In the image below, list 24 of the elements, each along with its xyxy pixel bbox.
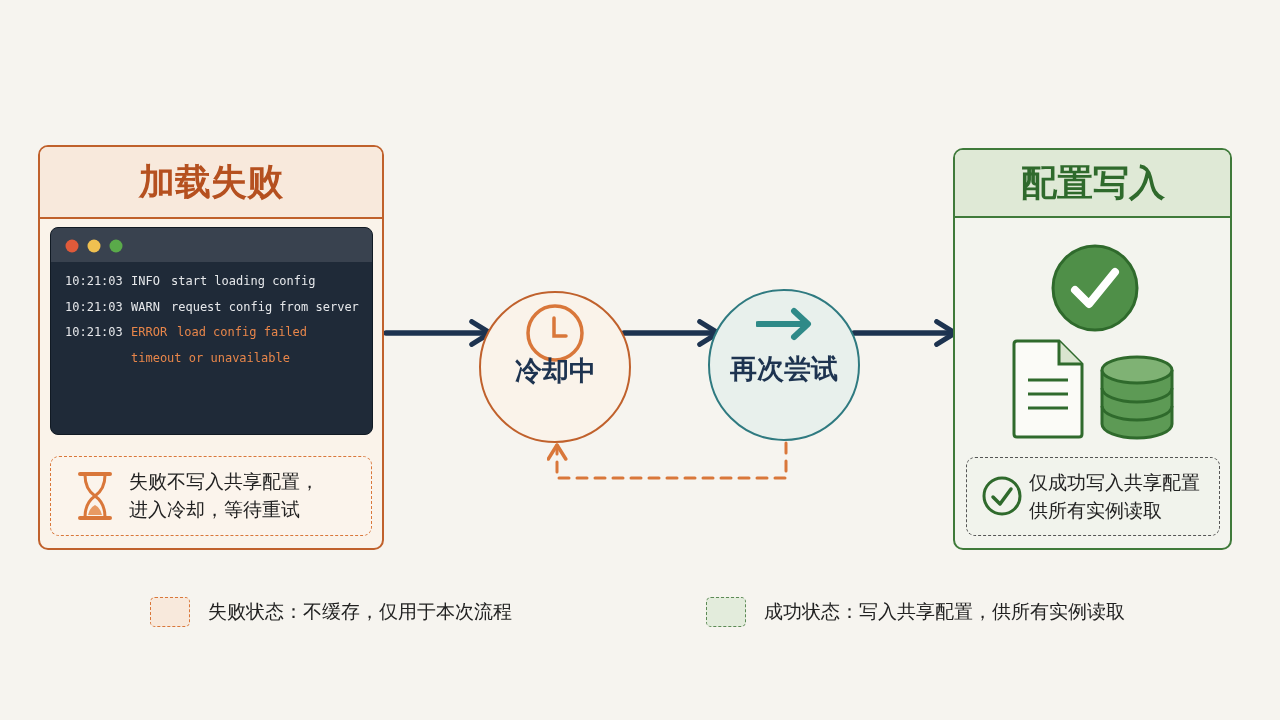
log-message: request config from server: [171, 299, 359, 314]
note-box: [966, 457, 1220, 536]
log-message: start loading config: [171, 274, 316, 288]
log-level: ERROR: [131, 325, 168, 339]
log-timestamp: timeout or unavailable: [131, 350, 290, 365]
log-message: load config failed: [177, 325, 308, 339]
note-text: 失败不写入共享配置，进入冷却，等待重试: [129, 469, 320, 522]
state-label: 再次尝试: [729, 352, 839, 386]
log-level: WARN: [131, 299, 160, 314]
note-box: [50, 456, 372, 536]
legend-text: 失败状态：不缓存，仅用于本次流程: [208, 599, 512, 624]
dashed-arrow: [546, 441, 788, 480]
state-label: 冷却中: [513, 354, 597, 388]
legend-text: 成功状态：写入共享配置，供所有实例读取: [764, 599, 1125, 624]
status-panel: [38, 145, 384, 550]
panel-title: 配置写入: [1020, 160, 1165, 205]
log-timestamp: 10:21:03: [65, 299, 123, 314]
log-level: INFO: [131, 274, 160, 288]
status-panel: [953, 148, 1232, 550]
log-timestamp: 10:21:03: [65, 325, 123, 339]
log-timestamp: 10:21:03: [65, 274, 123, 288]
note-text: 仅成功写入共享配置供所有实例读取: [1029, 470, 1201, 523]
terminal-window: [50, 227, 373, 435]
panel-title: 加载失败: [139, 159, 283, 204]
